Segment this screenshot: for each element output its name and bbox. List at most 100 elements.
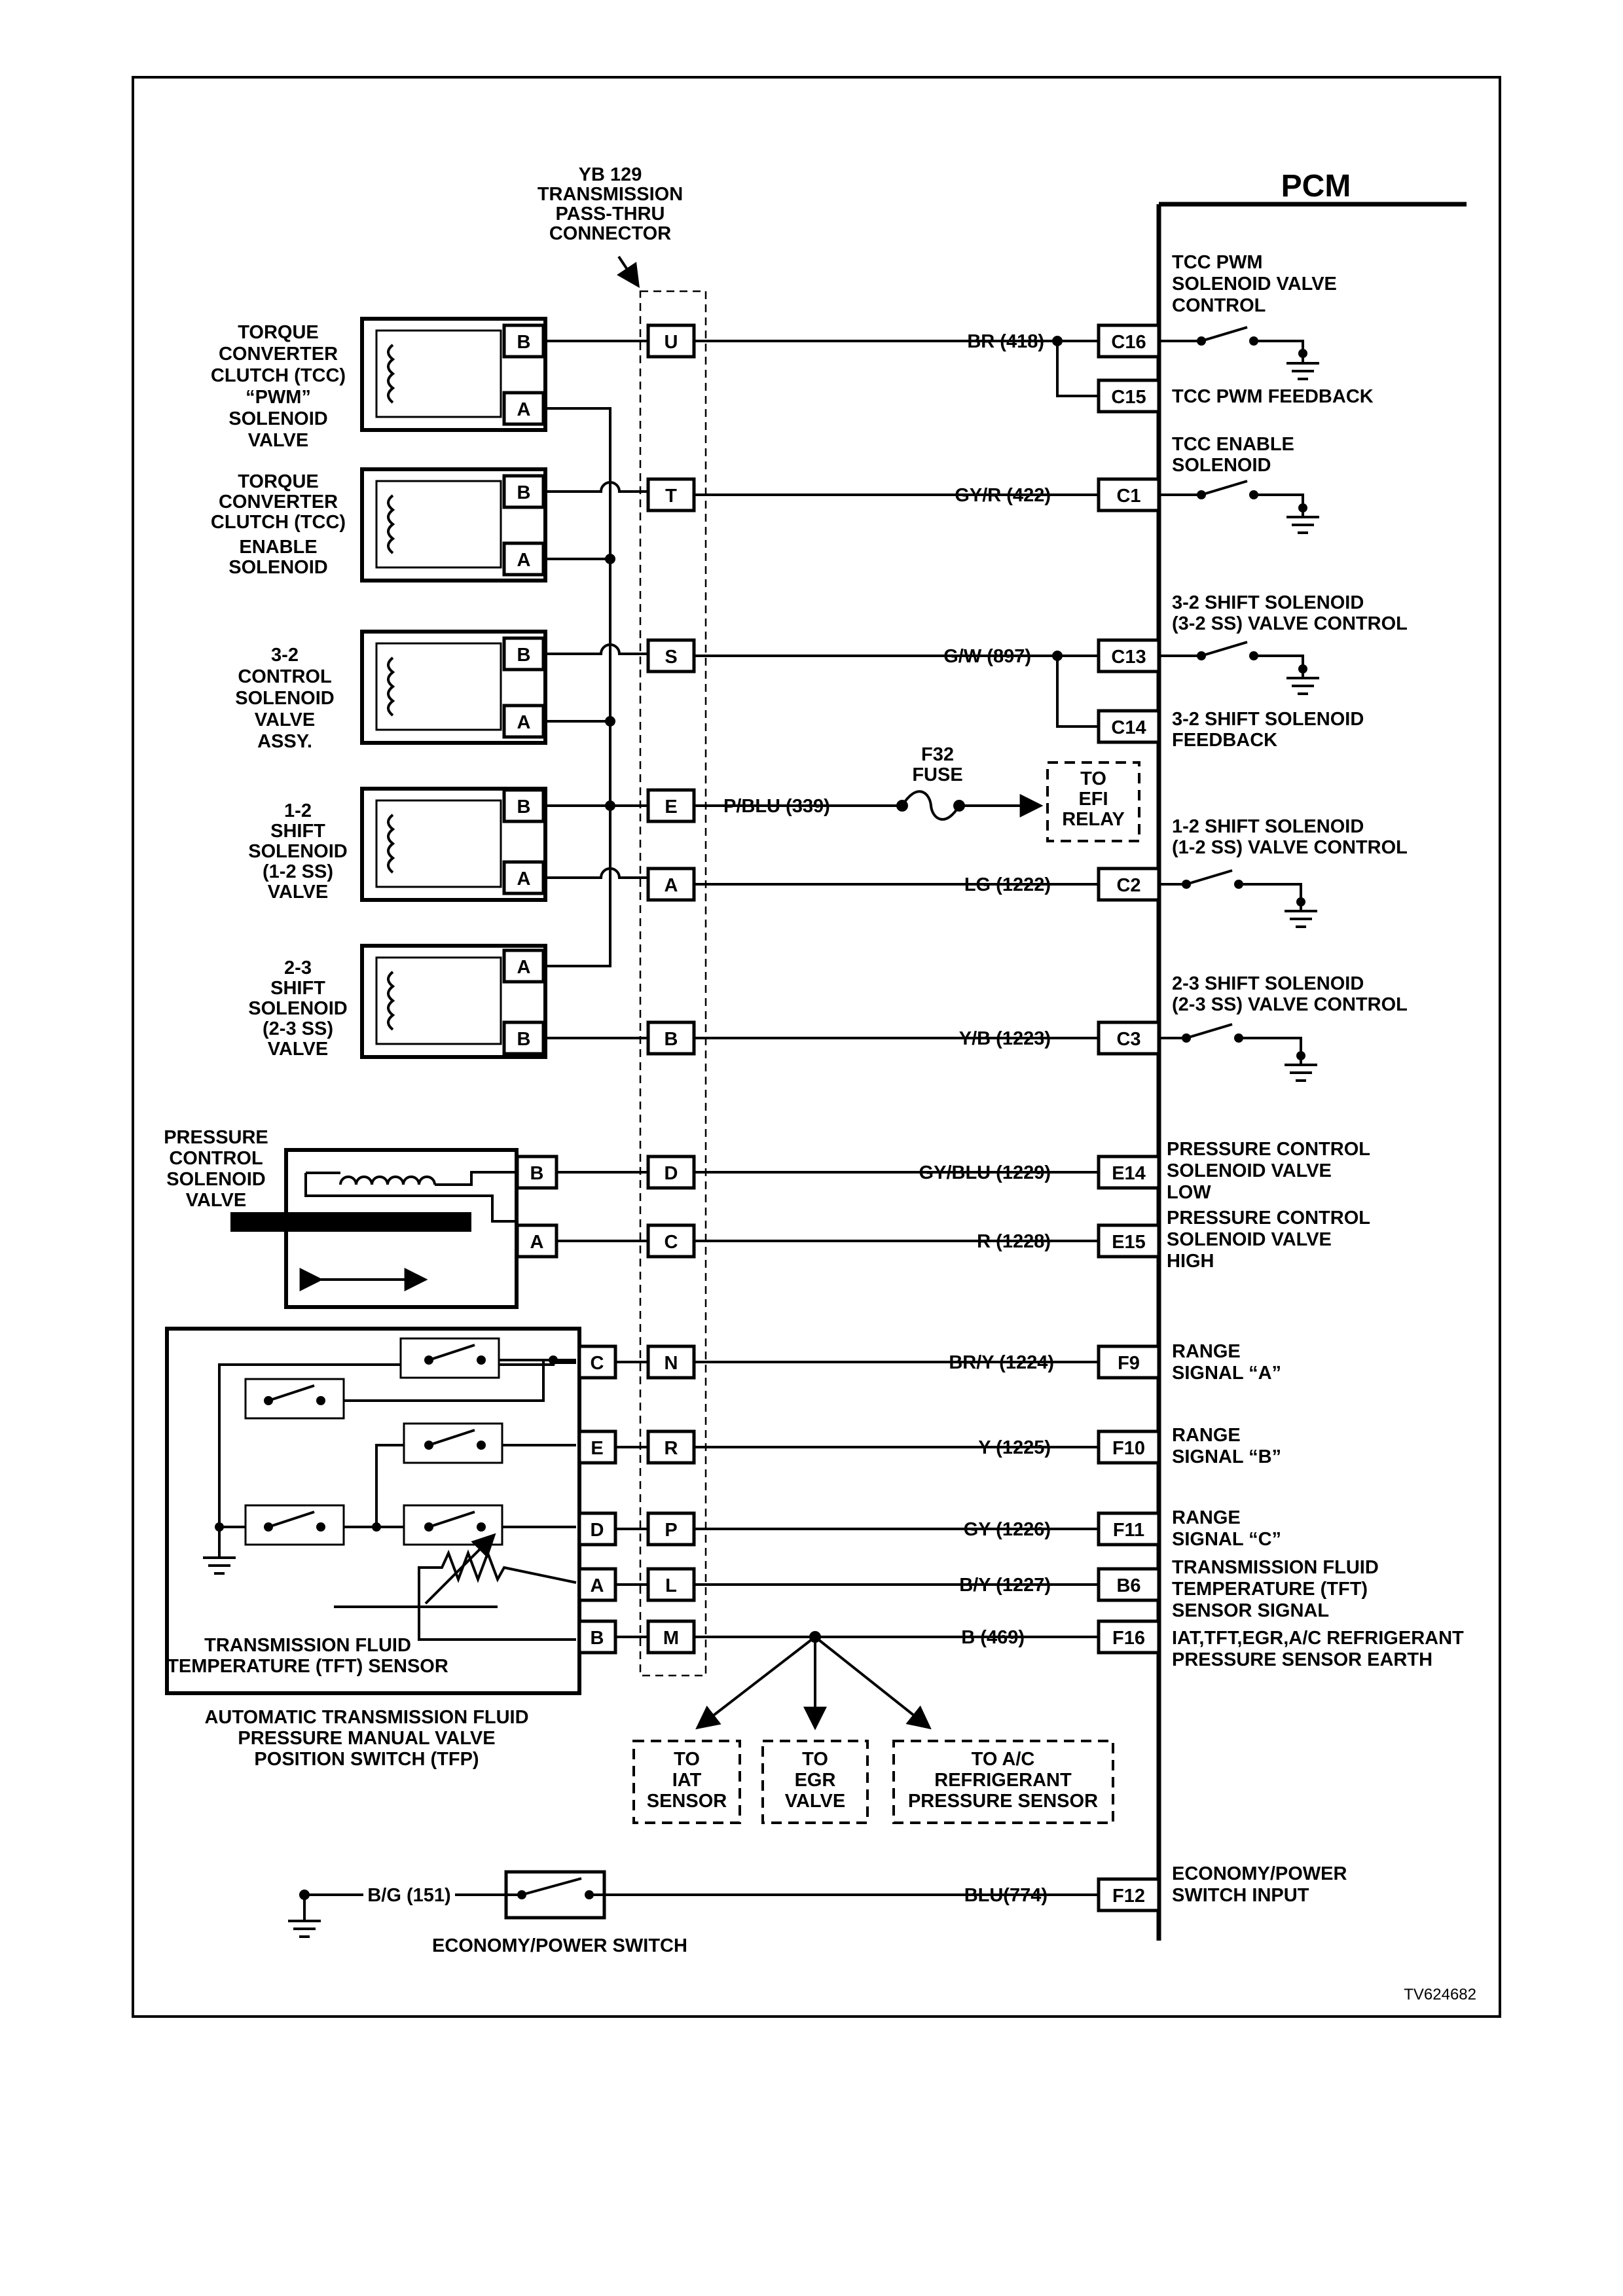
svg-text:SIGNAL “B”: SIGNAL “B” (1172, 1446, 1281, 1467)
svg-text:(1-2 SS): (1-2 SS) (263, 861, 333, 882)
tft-sensor-label-1: TRANSMISSION FLUID (204, 1635, 411, 1656)
tfp-label-1: AUTOMATIC TRANSMISSION FLUID (204, 1707, 528, 1728)
svg-text:“PWM”: “PWM” (246, 387, 311, 408)
connector-pin-b: B (646, 1020, 696, 1056)
svg-text:TO A/C: TO A/C (972, 1749, 1035, 1770)
svg-text:1-2: 1-2 (284, 800, 312, 821)
diagram-frame (132, 76, 1501, 2018)
pcm-pin-c1: C1 (1097, 477, 1161, 512)
svg-text:F9: F9 (1118, 1353, 1140, 1374)
svg-text:D: D (665, 1163, 678, 1184)
svg-text:2-3: 2-3 (284, 958, 312, 978)
tfp-pin-e: E (577, 1429, 617, 1465)
shift-12-solenoid: 1-2 SHIFT SOLENOID (1-2 SS) VALVE B A (248, 787, 547, 903)
svg-text:TRANSMISSION FLUID: TRANSMISSION FLUID (1172, 1557, 1379, 1578)
svg-text:L: L (665, 1575, 677, 1596)
economy-switch-label: ECONOMY/POWER SWITCH (432, 1935, 687, 1956)
svg-text:A: A (665, 875, 678, 896)
svg-text:TO: TO (802, 1749, 828, 1770)
efi-relay-label-2: EFI (1078, 789, 1108, 810)
svg-text:C: C (665, 1232, 678, 1253)
svg-text:R: R (665, 1438, 678, 1459)
connector-pin-s: S (646, 638, 696, 673)
pcm-pin-e14: E14 (1097, 1155, 1161, 1190)
svg-text:EGR: EGR (795, 1770, 836, 1791)
shift-12-pin-b: B (502, 788, 545, 823)
svg-text:PRESSURE SENSOR EARTH: PRESSURE SENSOR EARTH (1172, 1649, 1432, 1670)
tfp-pin-b: B (577, 1619, 617, 1655)
svg-text:S: S (665, 647, 677, 668)
efi-relay-label-3: RELAY (1062, 809, 1125, 830)
tfp-pin-a: A (577, 1567, 617, 1602)
pcm-pin-c3: C3 (1097, 1020, 1161, 1056)
wire-yb-1223: Y/B (1223) (959, 1028, 1051, 1049)
svg-text:3-2 SHIFT SOLENOID: 3-2 SHIFT SOLENOID (1172, 709, 1364, 730)
svg-text:3-2: 3-2 (271, 645, 299, 666)
svg-text:PRESSURE SENSOR: PRESSURE SENSOR (908, 1791, 1098, 1812)
svg-text:E: E (591, 1438, 603, 1459)
wire-br-418: BR (418) (967, 331, 1044, 352)
svg-text:ASSY.: ASSY. (257, 731, 312, 752)
svg-text:C2: C2 (1116, 875, 1140, 896)
tfp-switch-5 (403, 1504, 503, 1546)
svg-text:REFRIGERANT: REFRIGERANT (934, 1770, 1072, 1791)
connector-label-4: CONNECTOR (549, 223, 671, 244)
pcm-pin-c16: C16 (1097, 323, 1161, 359)
pcm-pin-c15: C15 (1097, 378, 1161, 414)
svg-text:RANGE: RANGE (1172, 1507, 1241, 1528)
wire-bry-1224: BR/Y (1224) (949, 1352, 1054, 1373)
connector-pin-l: L (646, 1567, 696, 1602)
svg-text:B: B (517, 797, 531, 817)
svg-text:SENSOR SIGNAL: SENSOR SIGNAL (1172, 1600, 1329, 1621)
svg-text:SWITCH INPUT: SWITCH INPUT (1172, 1885, 1309, 1906)
shift-23-solenoid: 2-3 SHIFT SOLENOID (2-3 SS) VALVE A B (248, 944, 547, 1060)
shift-12-pin-a: A (502, 860, 545, 895)
tcc-enable-pin-b: B (502, 474, 545, 509)
svg-text:SHIFT: SHIFT (270, 821, 325, 842)
svg-text:VALVE: VALVE (785, 1791, 845, 1812)
svg-text:B: B (517, 645, 531, 666)
svg-text:A: A (517, 957, 531, 978)
svg-text:B: B (665, 1029, 678, 1050)
svg-text:FEEDBACK: FEEDBACK (1172, 730, 1277, 751)
svg-text:CONVERTER: CONVERTER (219, 344, 338, 365)
svg-text:SOLENOID VALVE: SOLENOID VALVE (1167, 1229, 1332, 1250)
connector-pin-n: N (646, 1344, 696, 1380)
pcm-pin-f12: F12 (1097, 1877, 1161, 1912)
svg-text:N: N (665, 1353, 678, 1374)
svg-text:VALVE: VALVE (268, 882, 328, 903)
pcm-pin-f10: F10 (1097, 1429, 1161, 1465)
control-32-pin-a: A (502, 704, 545, 739)
svg-text:VALVE: VALVE (248, 430, 308, 451)
connector-pin-r: R (646, 1429, 696, 1465)
connector-pin-a: A (646, 867, 696, 902)
svg-text:C1: C1 (1116, 486, 1140, 507)
svg-text:B: B (517, 482, 531, 503)
svg-text:C: C (591, 1353, 604, 1374)
svg-text:B: B (591, 1628, 604, 1649)
shift-23-pin-b: B (502, 1020, 545, 1056)
svg-text:SOLENOID: SOLENOID (248, 841, 347, 862)
connector-label-2: TRANSMISSION (538, 184, 683, 205)
tfp-label-2: PRESSURE MANUAL VALVE (238, 1728, 495, 1749)
pcm-pin-f9: F9 (1097, 1344, 1161, 1380)
tft-sensor-label-2: TEMPERATURE (TFT) SENSOR (167, 1656, 448, 1677)
svg-text:3-2 SHIFT SOLENOID: 3-2 SHIFT SOLENOID (1172, 592, 1364, 613)
efi-relay-label-1: TO (1080, 768, 1106, 789)
control-32-pin-b: B (502, 636, 545, 672)
svg-text:F32: F32 (921, 744, 954, 765)
svg-text:U: U (665, 332, 678, 353)
control-32-solenoid: 3-2 CONTROL SOLENOID VALVE ASSY. B A (235, 630, 547, 752)
svg-text:VALVE: VALVE (186, 1190, 246, 1211)
tfp-switch-4 (244, 1504, 345, 1546)
svg-text:D: D (591, 1520, 604, 1541)
svg-text:CONTROL: CONTROL (238, 666, 331, 687)
svg-text:T: T (665, 486, 677, 507)
svg-text:C15: C15 (1111, 387, 1146, 408)
tcc-pwm-pin-b: B (502, 323, 545, 359)
svg-text:B: B (530, 1163, 544, 1184)
svg-text:IAT: IAT (672, 1770, 702, 1791)
svg-text:SIGNAL “A”: SIGNAL “A” (1172, 1363, 1281, 1384)
solenoid-common-bus (543, 407, 648, 967)
